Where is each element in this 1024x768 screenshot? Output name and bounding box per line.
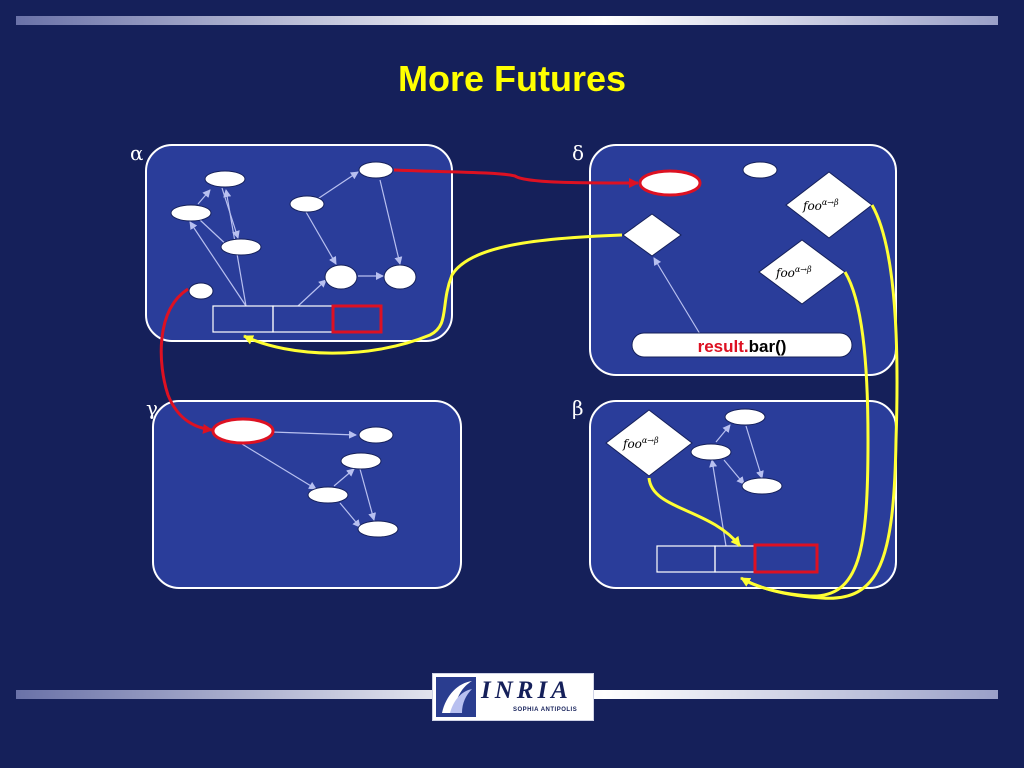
activity-alpha-label: α [130,141,144,165]
reference-arrow [745,425,764,479]
reference-arrow [305,211,337,265]
object-node [220,238,262,256]
inria-emblem-icon [436,677,476,717]
reference-arrow [189,221,247,307]
reference-arrow [271,430,357,439]
object-node [690,443,732,461]
logo-name: INRIA [481,677,572,704]
result-call-text: result.bar() [698,337,787,356]
result-call-box [631,332,853,358]
reference-arrow [333,468,355,487]
request-node [622,213,682,257]
activity-gamma-label: γ [146,396,158,420]
activity-beta-label: β [572,396,584,420]
reference-arrow [197,189,211,205]
request-node [605,409,693,477]
logo-subtitle: SOPHIA ANTIPOLIS [513,707,578,713]
activity-gamma-panel [152,400,462,589]
reference-arrow [379,179,403,265]
reference-arrow [339,502,361,528]
object-node [307,486,349,504]
object-node [170,204,212,222]
object-node [204,170,246,188]
request-node [758,239,846,305]
request-label: fooα→β [775,265,812,280]
reference-arrow [359,468,377,521]
slide-title: More Futures [397,58,627,99]
object-node [358,426,394,444]
activity-delta-label: δ [572,141,584,165]
object-node [188,282,214,300]
reply-link-beta-local [647,477,742,547]
reply-link-delta-alpha [243,233,623,355]
object-node [357,520,399,538]
request-label: fooα→β [802,198,839,213]
object-node [340,452,382,470]
activity-alpha-panel [145,144,453,342]
future-object [638,169,702,197]
future-link-alpha-gamma [159,287,213,434]
pending-future-slot [753,543,819,574]
inria-logo: INRIA SOPHIA ANTIPOLIS [432,673,594,721]
object-node [383,264,417,290]
reply-link-delta-beta-inner [743,271,870,598]
future-link-alpha-delta [393,168,639,188]
object-node [324,264,358,290]
pending-future-slot [331,304,383,334]
object-node [358,161,394,179]
reference-arrow [723,459,745,485]
object-node [741,477,783,495]
reference-arrow [315,171,359,201]
reference-arrow [241,443,317,490]
object-node [289,195,325,213]
reference-arrow [653,257,701,335]
object-node [724,408,766,426]
request-label: fooα→β [622,436,659,451]
top-rule [16,16,998,25]
reference-arrow [297,279,327,307]
object-node [742,161,778,179]
future-object [211,417,275,445]
request-node [785,171,873,239]
reference-arrow [715,424,731,443]
